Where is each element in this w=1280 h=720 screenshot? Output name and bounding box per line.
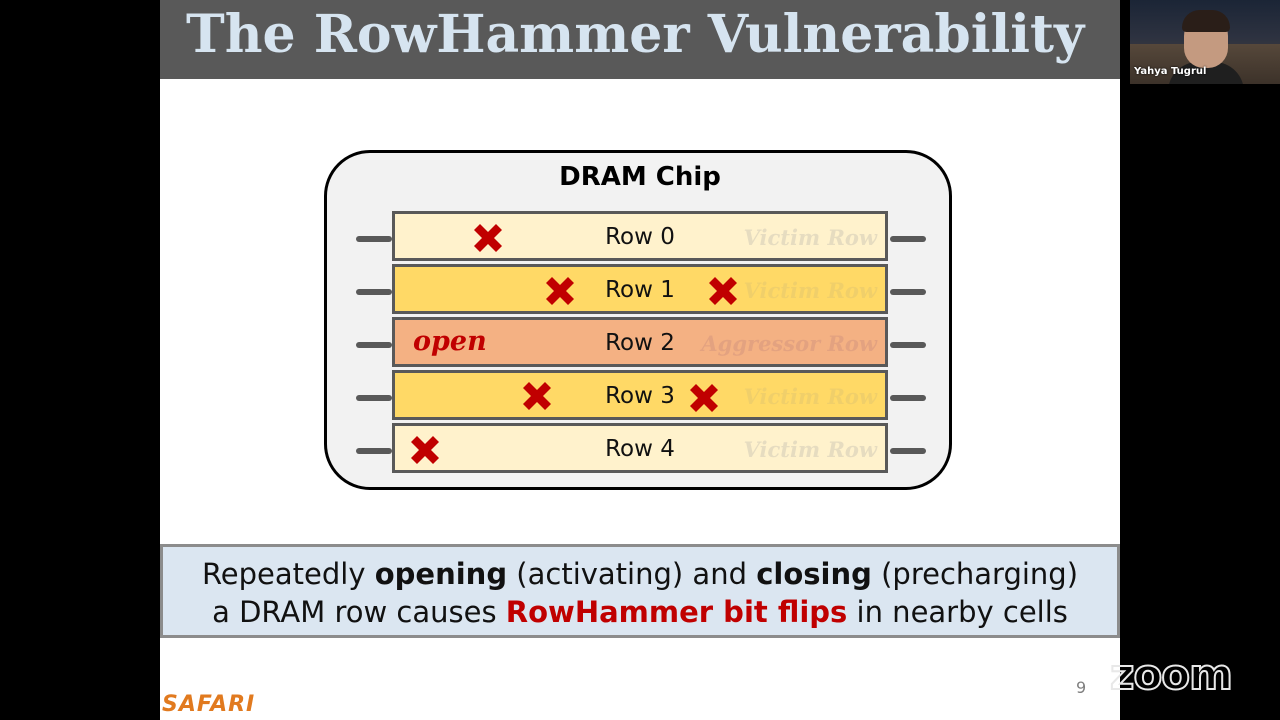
row-3-right-pin — [890, 395, 926, 401]
row-3-label: Row 3 — [605, 383, 675, 409]
slide-title: The RowHammer Vulnerability — [186, 4, 1085, 65]
dram-row-0: Row 0 Victim Row — [392, 211, 888, 261]
bitflip-x-icon — [709, 277, 737, 305]
row-1-role: Victim Row — [743, 278, 877, 303]
caption-box: Repeatedly opening (activating) and clos… — [160, 544, 1120, 638]
caption-text: a DRAM row causes — [212, 595, 506, 629]
safari-logo: SAFARI — [162, 692, 256, 717]
row-2-left-pin — [356, 342, 392, 348]
caption-text: (precharging) — [871, 557, 1079, 591]
row-2-right-pin — [890, 342, 926, 348]
open-label: open — [413, 326, 487, 357]
row-1-left-pin — [356, 289, 392, 295]
participant-video-tile[interactable]: Yahya Tugrul — [1130, 0, 1280, 84]
row-1-label: Row 1 — [605, 277, 675, 303]
caption-text: Repeatedly — [201, 557, 375, 591]
bitflip-x-icon — [474, 224, 502, 252]
bitflip-x-icon — [411, 436, 439, 464]
bitflip-x-icon — [546, 277, 574, 305]
row-0-role: Victim Row — [743, 225, 877, 250]
row-2-label: Row 2 — [605, 330, 675, 356]
bitflip-x-icon — [690, 384, 718, 412]
row-4-role: Victim Row — [743, 437, 877, 462]
row-0-label: Row 0 — [605, 224, 675, 250]
dram-row-4: Row 4 Victim Row — [392, 423, 888, 473]
title-bar: The RowHammer Vulnerability — [160, 0, 1120, 79]
row-0-left-pin — [356, 236, 392, 242]
row-3-role: Victim Row — [743, 384, 877, 409]
row-4-left-pin — [356, 448, 392, 454]
participant-hair — [1182, 10, 1230, 32]
bitflip-x-icon — [523, 382, 551, 410]
caption-highlight: RowHammer bit flips — [505, 595, 848, 629]
row-0-right-pin — [890, 236, 926, 242]
dram-row-3: Row 3 Victim Row — [392, 370, 888, 420]
caption-text: in nearby cells — [847, 595, 1068, 629]
zoom-watermark: zoom — [1109, 649, 1234, 700]
row-4-right-pin — [890, 448, 926, 454]
caption-bold: closing — [756, 557, 872, 591]
presentation-slide: The RowHammer Vulnerability DRAM Chip Ro… — [160, 0, 1120, 720]
dram-row-2: Row 2 Aggressor Row — [392, 317, 888, 367]
row-2-role: Aggressor Row — [701, 331, 877, 356]
dram-row-1: Row 1 Victim Row — [392, 264, 888, 314]
row-1-right-pin — [890, 289, 926, 295]
participant-name: Yahya Tugrul — [1134, 66, 1207, 77]
row-4-label: Row 4 — [605, 436, 675, 462]
page-number: 9 — [1076, 678, 1087, 697]
caption-bold: opening — [374, 557, 508, 591]
caption-line-1: Repeatedly opening (activating) and clos… — [163, 555, 1117, 593]
row-3-left-pin — [356, 395, 392, 401]
caption-text: (activating) and — [507, 557, 757, 591]
caption-line-2: a DRAM row causes RowHammer bit flips in… — [163, 593, 1117, 631]
chip-label: DRAM Chip — [559, 162, 721, 192]
participant-body — [1168, 62, 1244, 84]
